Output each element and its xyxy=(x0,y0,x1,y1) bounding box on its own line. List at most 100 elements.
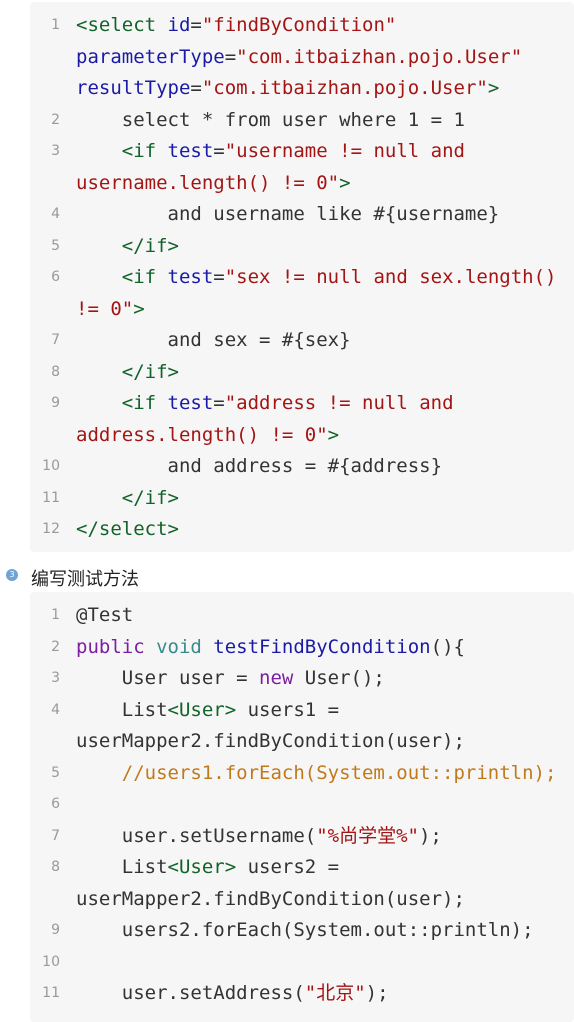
code-token: "%尚学堂%" xyxy=(316,824,419,847)
code-token: @Test xyxy=(76,604,134,626)
code-token: ); xyxy=(418,824,442,847)
code-token: new xyxy=(259,667,305,689)
code-line: address.length() != 0"> xyxy=(30,420,574,452)
code-token: userMapper2.findByCondition(user); xyxy=(76,887,465,910)
code-line: 12 </select> xyxy=(30,514,574,546)
code-text: user.setAddress("北京"); xyxy=(76,978,389,1010)
step-heading: 3 编写测试方法 xyxy=(0,561,300,591)
code-token: user.setUsername( xyxy=(76,824,317,847)
code-line: 9 <if test="address != null and xyxy=(30,388,574,420)
code-token: = xyxy=(213,266,225,288)
line-number: 6 xyxy=(51,796,60,812)
code-text: List<User> users2 = xyxy=(76,852,339,884)
code-line: 11 </if> xyxy=(30,483,574,515)
code-line: parameterType="com.itbaizhan.pojo.User" xyxy=(30,42,574,74)
step-number-badge: 3 xyxy=(6,569,18,581)
line-number: 1 xyxy=(51,17,60,33)
code-text: and username like #{username} xyxy=(76,199,500,231)
code-token: users2.forEach(System.out::println); xyxy=(76,919,534,941)
code-line: 4 and username like #{username} xyxy=(30,199,574,231)
line-number: 7 xyxy=(51,332,60,348)
code-line: 1<select id="findByCondition" xyxy=(30,10,574,42)
code-token: = xyxy=(213,140,225,162)
code-line: username.length() != 0"> xyxy=(30,168,574,200)
code-token: > xyxy=(133,297,145,320)
code-line: != 0"> xyxy=(30,294,574,326)
code-line: 8 List<User> users2 = xyxy=(30,852,574,884)
code-text: parameterType="com.itbaizhan.pojo.User" xyxy=(76,42,522,74)
code-token: > xyxy=(487,77,500,99)
line-number: 4 xyxy=(51,701,60,718)
code-line: 10 xyxy=(30,947,574,979)
code-token: //users1.forEach(System.out::println); xyxy=(76,761,557,784)
code-text: resultType="com.itbaizhan.pojo.User"> xyxy=(76,73,499,105)
code-token: "com.itbaizhan.pojo.User" xyxy=(201,77,488,99)
code-token: = xyxy=(190,14,202,36)
code-token: public xyxy=(76,635,157,658)
code-text: </if> xyxy=(76,231,179,263)
code-line: 3 User user = new User(); xyxy=(30,663,574,695)
code-text: </select> xyxy=(76,514,179,546)
code-token: "username != null and xyxy=(224,140,465,162)
line-number: 10 xyxy=(42,953,60,970)
code-line: 6 xyxy=(30,789,574,821)
code-line: 7 user.setUsername("%尚学堂%"); xyxy=(30,821,574,853)
code-token: and username like #{username} xyxy=(76,203,500,225)
code-text: <if test="username != null and xyxy=(76,136,465,168)
code-token: (){ xyxy=(430,635,465,658)
code-token: "北京" xyxy=(304,982,366,1004)
code-token: test xyxy=(167,266,214,288)
code-text: List<User> users1 = xyxy=(76,695,339,727)
code-token: = xyxy=(224,45,237,68)
code-token: resultType xyxy=(76,77,191,99)
code-token: <User> xyxy=(167,698,237,721)
code-token: > xyxy=(327,423,340,446)
code-token: users2 = xyxy=(236,856,340,878)
code-line: 11 user.setAddress("北京"); xyxy=(30,978,574,1010)
code-token: "com.itbaizhan.pojo.User" xyxy=(236,45,523,68)
line-number: 5 xyxy=(51,237,60,254)
code-text: user.setUsername("%尚学堂%"); xyxy=(76,821,442,853)
code-line: 5 //users1.forEach(System.out::println); xyxy=(30,758,574,790)
code-token: </if> xyxy=(76,234,179,257)
code-token: "sex != null and sex.length() xyxy=(224,266,557,288)
code-line: 7 and sex = #{sex} xyxy=(30,325,574,357)
code-token: </select> xyxy=(76,518,179,540)
code-token: List xyxy=(76,698,168,721)
code-text: @Test xyxy=(76,600,133,632)
code-text: address.length() != 0"> xyxy=(76,420,339,452)
code-token: != 0" xyxy=(76,297,134,320)
code-text: users2.forEach(System.out::println); xyxy=(76,915,534,947)
line-number: 4 xyxy=(51,206,60,222)
line-number: 11 xyxy=(42,489,60,506)
code-text: </if> xyxy=(76,483,179,515)
code-token: "address != null and xyxy=(224,392,454,414)
code-line: 6 <if test="sex != null and sex.length() xyxy=(30,262,574,294)
code-text: public void testFindByCondition(){ xyxy=(76,632,465,664)
code-token: <if xyxy=(76,266,168,288)
code-line: 4 List<User> users1 = xyxy=(30,695,574,727)
line-number: 11 xyxy=(42,985,60,1001)
code-text: userMapper2.findByCondition(user); xyxy=(76,726,465,758)
code-token: = xyxy=(213,392,225,414)
code-line: 8 </if> xyxy=(30,357,574,389)
code-token: test xyxy=(167,392,214,414)
code-text: userMapper2.findByCondition(user); xyxy=(76,884,465,916)
line-number: 3 xyxy=(51,143,60,159)
line-number: 12 xyxy=(42,521,60,537)
code-text: <if test="address != null and xyxy=(76,388,454,420)
code-line: 9 users2.forEach(System.out::println); xyxy=(30,915,574,947)
xml-code-block: 1<select id="findByCondition"parameterTy… xyxy=(30,2,574,552)
code-token: username.length() != 0" xyxy=(76,171,340,194)
code-token: <select xyxy=(76,14,168,36)
code-token: <if xyxy=(76,392,168,414)
line-number: 6 xyxy=(51,269,60,285)
code-token: select * from user where 1 = 1 xyxy=(76,108,465,131)
code-text: != 0"> xyxy=(76,294,145,326)
line-number: 9 xyxy=(51,922,60,938)
line-number: 5 xyxy=(51,764,60,781)
code-token: id xyxy=(167,14,191,36)
line-number: 1 xyxy=(51,607,60,623)
line-number: 8 xyxy=(51,859,60,875)
